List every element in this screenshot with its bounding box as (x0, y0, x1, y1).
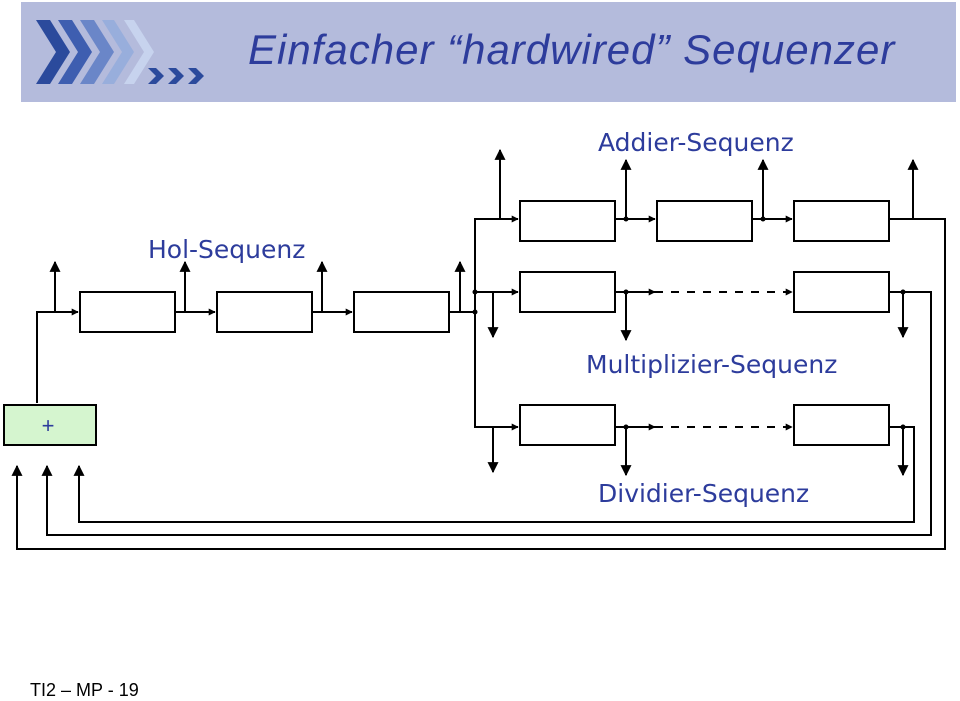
fetch-state-1 (79, 291, 176, 333)
page-title: Einfacher “hardwired” Sequenzer (248, 26, 896, 73)
feedback-loop-outer (11, 218, 946, 550)
divide-state-n (793, 404, 890, 446)
multiply-state-1 (519, 271, 616, 313)
adder-box (3, 404, 97, 446)
divide-sequence-label: Dividier-Sequenz (598, 479, 809, 508)
adder-state-2 (656, 200, 753, 242)
fetch-state-3 (353, 291, 450, 333)
adder-sequence-label: Addier-Sequenz (598, 128, 794, 157)
title-banner (21, 2, 956, 102)
feedback-loop-inner (73, 426, 915, 523)
double-chevron-logo-icon (36, 20, 204, 84)
slide-footer: TI2 – MP - 19 (30, 680, 139, 700)
multiply-state-n (793, 271, 890, 313)
divide-state-1 (519, 404, 616, 446)
adder-state-1 (519, 200, 616, 242)
multiply-sequence-label: Multiplizier-Sequenz (586, 350, 837, 379)
adder-box-label: + (42, 413, 55, 438)
adder-to-fetch-line (36, 308, 79, 403)
fetch-sequence-label: Hol-Sequenz (148, 235, 305, 264)
feedback-loop-middle (41, 291, 932, 536)
adder-state-3 (793, 200, 890, 242)
fetch-state-2 (216, 291, 313, 333)
